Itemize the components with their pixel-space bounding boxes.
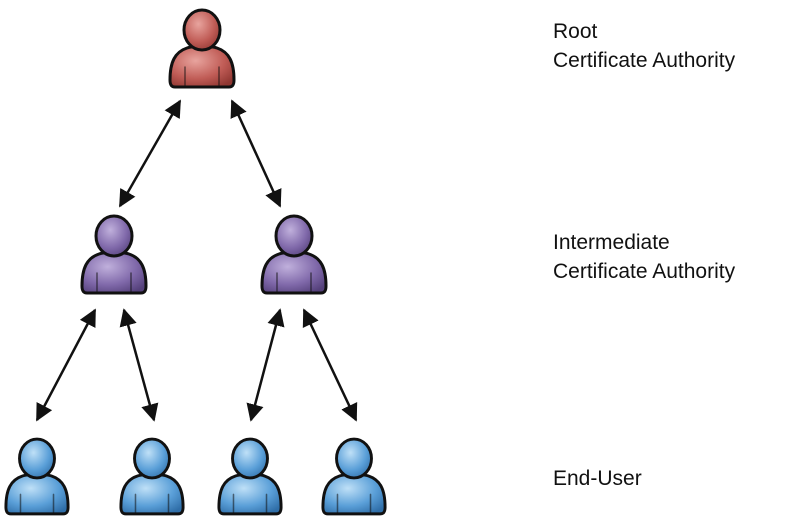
end-user-1-person-icon	[4, 437, 70, 516]
root-ca-label-line2: Certificate Authority	[553, 49, 736, 72]
arrow-intermediate-left-to-enduser-1	[35, 308, 97, 422]
intermediate-ca-label-line1: Intermediate	[553, 231, 670, 254]
arrow-root-to-intermediate-right	[230, 99, 282, 208]
arrows-root-to-intermediate	[118, 99, 282, 208]
arrows-intermediate-to-enduser	[35, 308, 358, 422]
end-user-label-line1: End-User	[553, 467, 642, 490]
arrow-root-to-intermediate-left	[118, 99, 182, 208]
intermediate-ca-label: Intermediate Certificate Authority	[553, 228, 735, 286]
intermediate-ca-right-person-icon	[260, 214, 328, 295]
end-user-2-person-icon	[119, 437, 185, 516]
arrow-intermediate-right-to-enduser-4	[302, 308, 358, 422]
end-user-4-person-icon	[321, 437, 387, 516]
intermediate-ca-label-line2: Certificate Authority	[553, 260, 736, 283]
end-user-label: End-User	[553, 464, 642, 493]
root-ca-label-line1: Root	[553, 20, 598, 43]
arrow-intermediate-right-to-enduser-3	[246, 308, 285, 422]
root-ca-label: Root Certificate Authority	[553, 17, 735, 75]
intermediate-ca-left-person-icon	[80, 214, 148, 295]
end-user-3-person-icon	[217, 437, 283, 516]
root-ca-person-icon	[168, 8, 236, 89]
arrow-intermediate-left-to-enduser-2	[119, 308, 159, 422]
